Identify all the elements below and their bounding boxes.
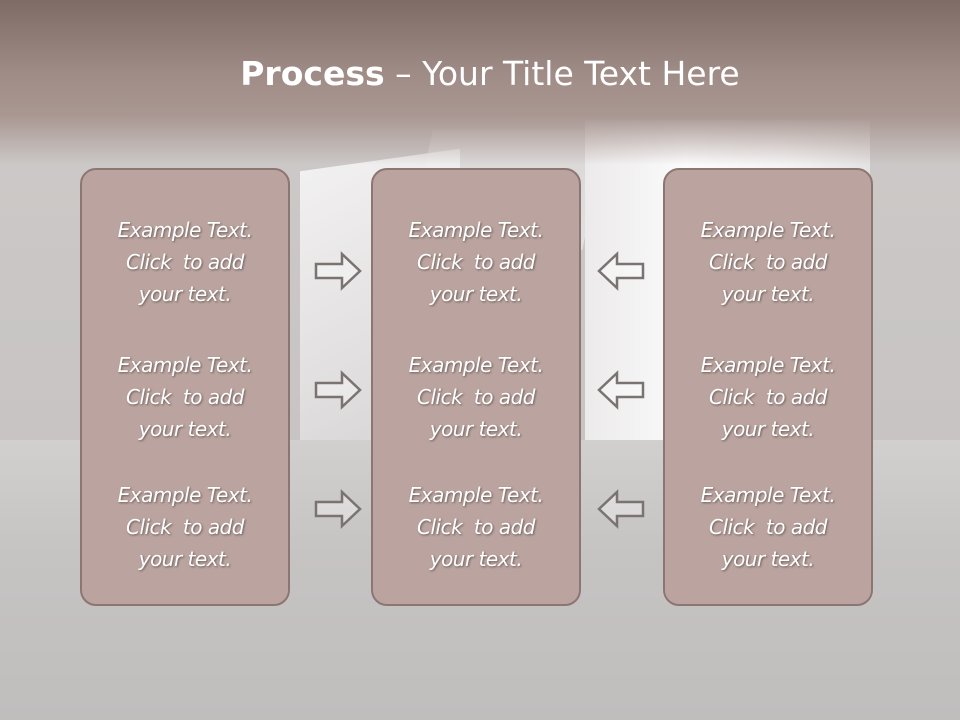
text-line: Click to add [126, 385, 244, 409]
text-placeholder[interactable]: Example Text. Click to add your text. [373, 214, 579, 310]
text-line: Example Text. [700, 218, 836, 242]
text-line: your text. [429, 417, 523, 441]
text-line: Click to add [126, 250, 244, 274]
text-line: Example Text. [117, 218, 253, 242]
text-line: Example Text. [117, 483, 253, 507]
text-placeholder[interactable]: Example Text. Click to add your text. [373, 349, 579, 445]
text-placeholder[interactable]: Example Text. Click to add your text. [665, 479, 871, 575]
title-rest: – Your Title Text Here [384, 54, 740, 93]
text-line: Example Text. [408, 483, 544, 507]
text-line: your text. [138, 282, 232, 306]
text-line: Click to add [417, 250, 535, 274]
process-panel-center[interactable]: Example Text. Click to add your text. Ex… [371, 168, 581, 606]
title-bold: Process [240, 54, 385, 93]
text-placeholder[interactable]: Example Text. Click to add your text. [82, 214, 288, 310]
text-line: Example Text. [117, 353, 253, 377]
text-placeholder[interactable]: Example Text. Click to add your text. [82, 349, 288, 445]
text-placeholder[interactable]: Example Text. Click to add your text. [373, 479, 579, 575]
arrow-left-icon [597, 489, 645, 529]
text-line: Example Text. [700, 353, 836, 377]
text-line: Click to add [709, 385, 827, 409]
text-line: your text. [138, 547, 232, 571]
arrow-right-icon [314, 489, 362, 529]
text-line: Click to add [417, 385, 535, 409]
text-line: your text. [721, 417, 815, 441]
text-line: Example Text. [408, 353, 544, 377]
text-line: your text. [429, 547, 523, 571]
text-line: Example Text. [408, 218, 544, 242]
text-line: Click to add [709, 250, 827, 274]
arrow-left-icon [597, 370, 645, 410]
text-line: Example Text. [700, 483, 836, 507]
process-panel-left[interactable]: Example Text. Click to add your text. Ex… [80, 168, 290, 606]
text-line: Click to add [126, 515, 244, 539]
text-placeholder[interactable]: Example Text. Click to add your text. [82, 479, 288, 575]
text-line: your text. [721, 547, 815, 571]
arrow-left-icon [597, 251, 645, 291]
text-line: your text. [429, 282, 523, 306]
text-line: your text. [721, 282, 815, 306]
arrow-right-icon [314, 370, 362, 410]
text-placeholder[interactable]: Example Text. Click to add your text. [665, 349, 871, 445]
process-panel-right[interactable]: Example Text. Click to add your text. Ex… [663, 168, 873, 606]
text-placeholder[interactable]: Example Text. Click to add your text. [665, 214, 871, 310]
text-line: Click to add [417, 515, 535, 539]
title-banner [0, 0, 960, 165]
arrow-right-icon [314, 251, 362, 291]
slide-title[interactable]: Process – Your Title Text Here [0, 52, 960, 96]
text-line: your text. [138, 417, 232, 441]
text-line: Click to add [709, 515, 827, 539]
